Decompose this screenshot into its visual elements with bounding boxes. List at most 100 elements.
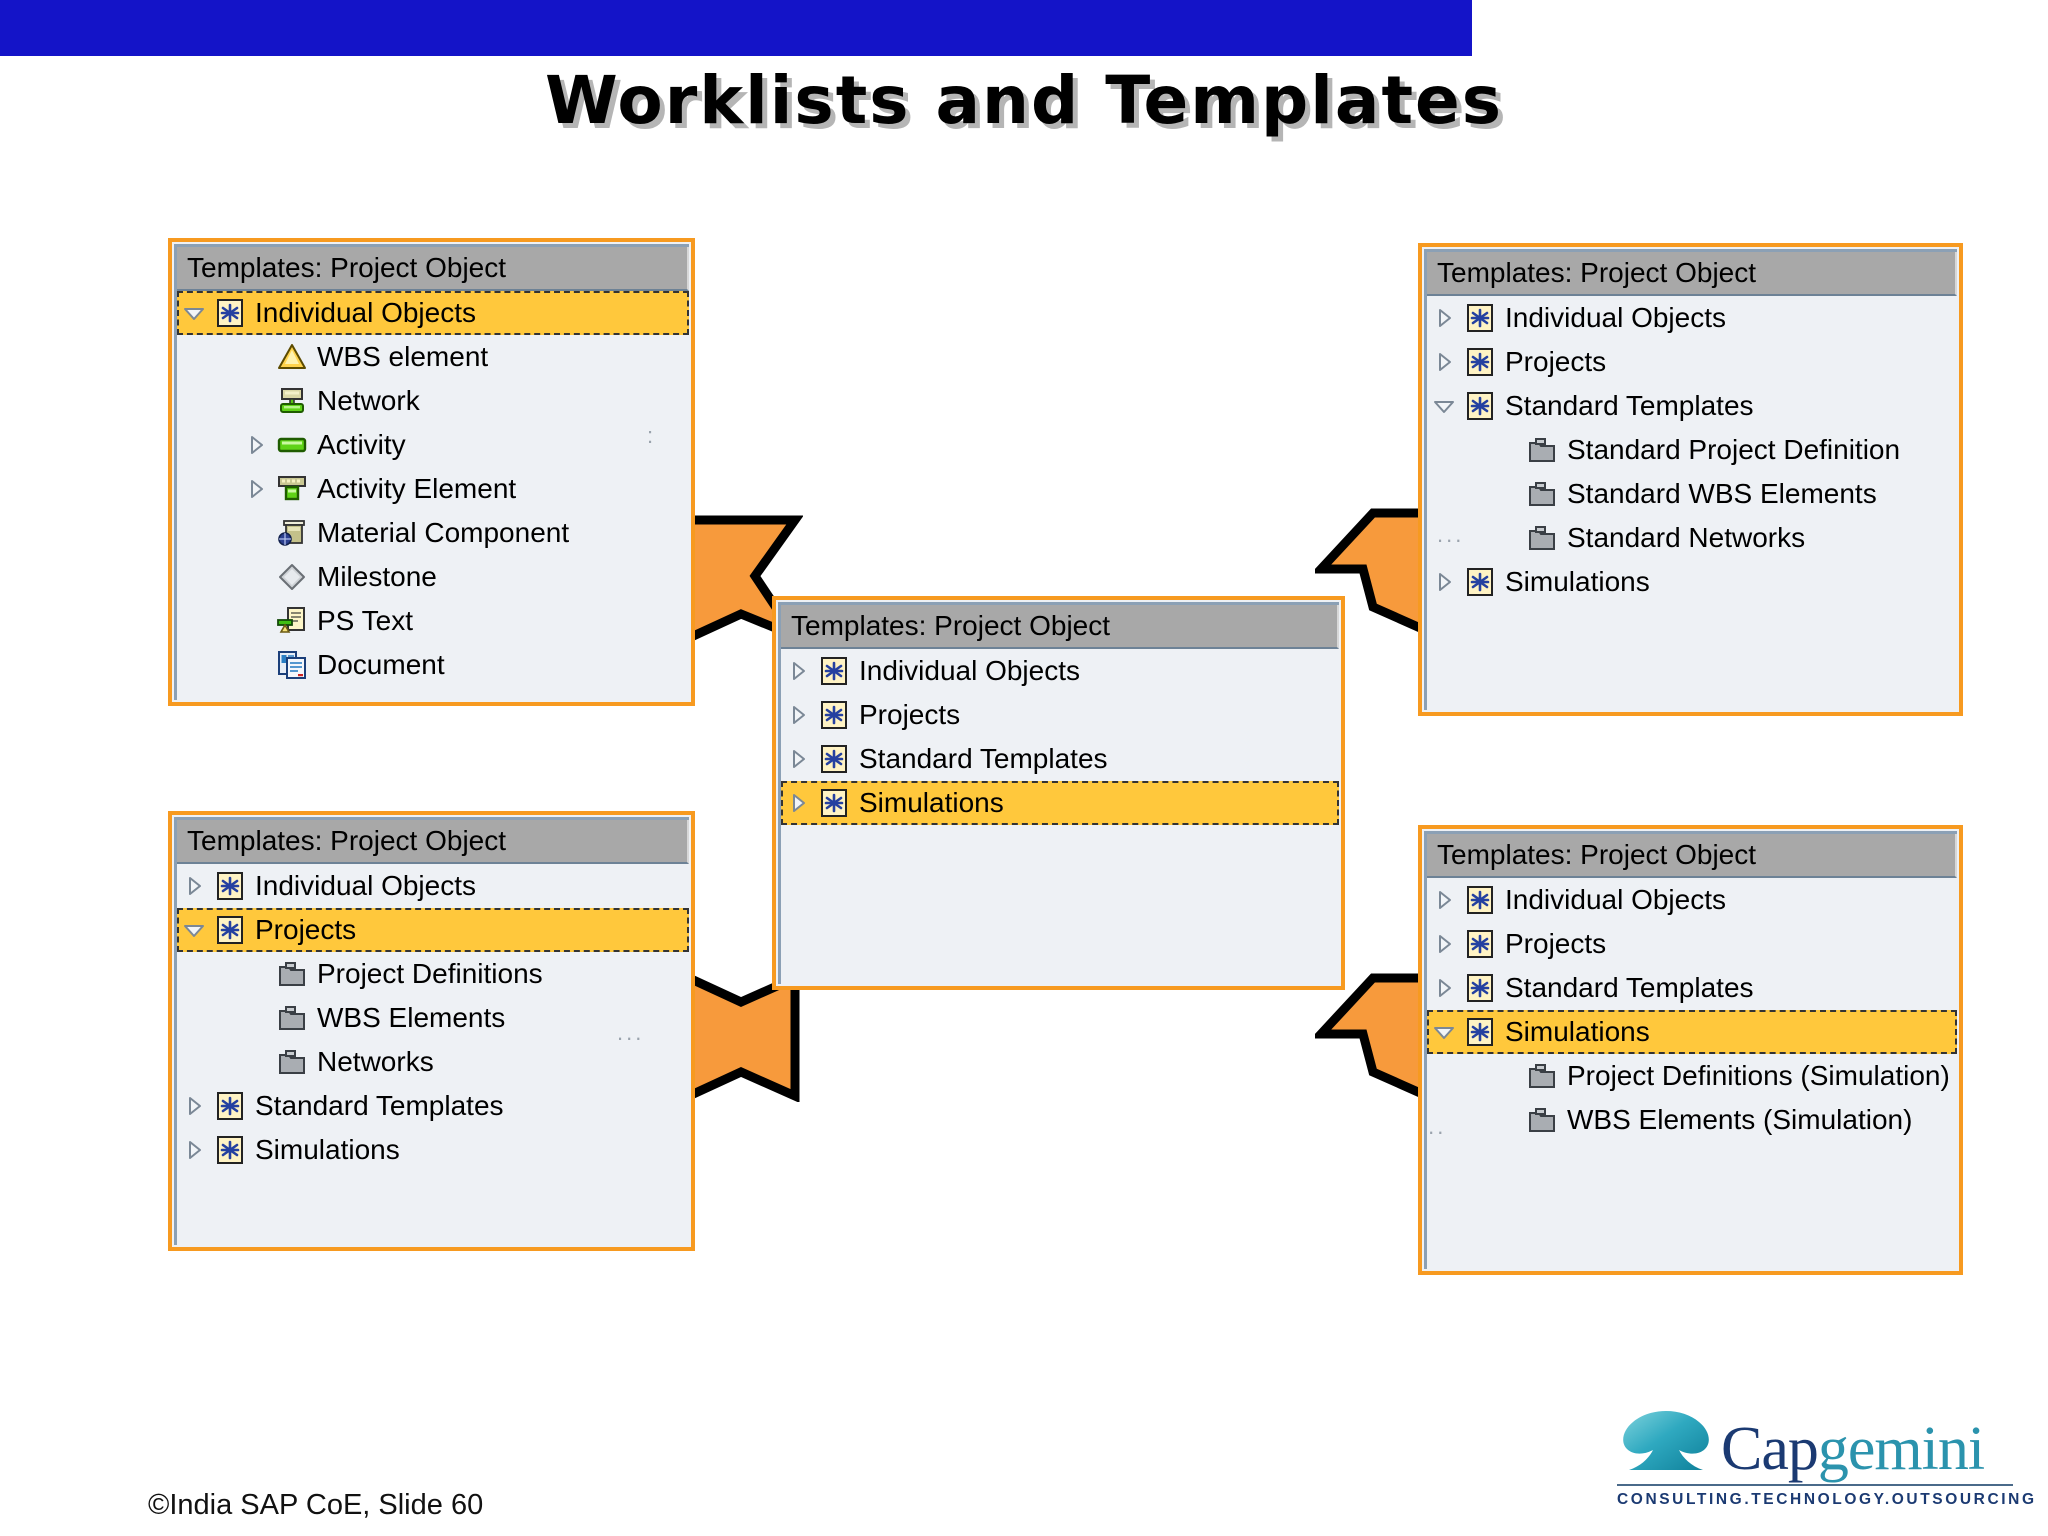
chevron-right-icon[interactable]	[177, 873, 211, 899]
panel-bottom-left[interactable]: Templates: Project Object Individual Obj…	[168, 811, 695, 1251]
tree-row[interactable]: Projects	[1427, 922, 1957, 966]
tree-row[interactable]: Projects	[1427, 340, 1957, 384]
asterisk-icon	[211, 914, 249, 946]
tree-row[interactable]: Individual Objects	[177, 864, 689, 908]
panel-title-bottom-right: Templates: Project Object	[1427, 834, 1957, 878]
tree-row-label: Simulations	[1505, 1016, 1650, 1047]
folder-icon	[1523, 1104, 1561, 1136]
material-component-icon	[273, 517, 311, 549]
asterisk-icon	[1461, 302, 1499, 334]
logo-tagline: CONSULTING.TECHNOLOGY.OUTSOURCING	[1617, 1491, 2037, 1508]
tree-row[interactable]: Standard Templates	[1427, 384, 1957, 428]
tree-row-label: Individual Objects	[255, 297, 477, 328]
tree-row[interactable]: Individual Objects	[177, 291, 689, 335]
tree-row[interactable]: Standard Templates	[177, 1084, 689, 1128]
tree-row[interactable]: Standard Networks	[1427, 516, 1957, 560]
tree-row-label: Standard Templates	[1505, 972, 1754, 1003]
asterisk-icon	[815, 743, 853, 775]
tree-row[interactable]: Networks	[177, 1040, 689, 1084]
tree-row[interactable]: PS Text	[177, 599, 689, 643]
chevron-right-icon[interactable]	[1427, 569, 1461, 595]
chevron-right-icon[interactable]	[781, 702, 815, 728]
tree-row-label: Simulations	[255, 1134, 400, 1165]
asterisk-icon	[1461, 972, 1499, 1004]
ellipsis-marker: ...	[1437, 522, 1465, 547]
chevron-right-icon[interactable]	[177, 1137, 211, 1163]
chevron-down-icon[interactable]	[1427, 1019, 1461, 1045]
tree-row[interactable]: Activity Element	[177, 467, 689, 511]
tree-row[interactable]: Individual Objects	[781, 649, 1339, 693]
asterisk-icon	[815, 655, 853, 687]
chevron-right-icon[interactable]	[781, 790, 815, 816]
logo-divider	[1617, 1484, 2013, 1486]
header-band	[0, 0, 1472, 56]
chevron-right-icon[interactable]	[239, 476, 273, 502]
folder-icon	[273, 1046, 311, 1078]
folder-icon	[1523, 478, 1561, 510]
tree-row[interactable]: Standard WBS Elements	[1427, 472, 1957, 516]
panel-top-left[interactable]: Templates: Project Object Individual Obj…	[168, 238, 695, 706]
chevron-right-icon[interactable]	[177, 1093, 211, 1119]
capgemini-logo: Capgemini CONSULTING.TECHNOLOGY.OUTSOURC…	[1617, 1402, 2037, 1512]
chevron-right-icon[interactable]	[781, 658, 815, 684]
chevron-right-icon[interactable]	[781, 746, 815, 772]
logo-word-cap: Cap	[1721, 1415, 1819, 1483]
tree-row[interactable]: Simulations	[781, 781, 1339, 825]
tree-row[interactable]: Milestone	[177, 555, 689, 599]
tree-row[interactable]: Activity	[177, 423, 689, 467]
tree-row[interactable]: Simulations	[1427, 560, 1957, 604]
chevron-right-icon[interactable]	[239, 432, 273, 458]
tree-row-label: Milestone	[317, 561, 437, 592]
tree-row[interactable]: Individual Objects	[1427, 878, 1957, 922]
tree-row[interactable]: WBS Elements (Simulation)	[1427, 1098, 1957, 1142]
asterisk-icon	[1461, 346, 1499, 378]
chevron-right-icon[interactable]	[1427, 975, 1461, 1001]
panel-center[interactable]: Templates: Project Object Individual Obj…	[772, 596, 1345, 990]
document-icon	[273, 649, 311, 681]
tree-row[interactable]: Material Component	[177, 511, 689, 555]
logo-word-gemini: gemini	[1817, 1415, 1985, 1483]
tree-row[interactable]: Standard Templates	[1427, 966, 1957, 1010]
panel-bottom-right[interactable]: Templates: Project Object Individual Obj…	[1418, 825, 1963, 1275]
tree-row[interactable]: Simulations	[177, 1128, 689, 1172]
tree-row[interactable]: Standard Project Definition	[1427, 428, 1957, 472]
tree-row[interactable]: WBS element	[177, 335, 689, 379]
tree-row-label: Simulations	[1505, 566, 1650, 597]
tree-row[interactable]: WBS Elements	[177, 996, 689, 1040]
tree-row-label: Activity Element	[317, 473, 517, 504]
tree-row[interactable]: Project Definitions (Simulation)	[1427, 1054, 1957, 1098]
milestone-icon	[273, 561, 311, 593]
tree-row-label: WBS element	[317, 341, 489, 372]
asterisk-icon	[211, 297, 249, 329]
chevron-right-icon[interactable]	[1427, 349, 1461, 375]
chevron-down-icon[interactable]	[177, 917, 211, 943]
tree-row[interactable]: Simulations	[1427, 1010, 1957, 1054]
tree-row-label: Simulations	[859, 787, 1004, 818]
activity-element-icon	[273, 473, 311, 505]
chevron-down-icon[interactable]	[1427, 393, 1461, 419]
tree-row[interactable]: Projects	[177, 908, 689, 952]
page-title: Worklists and Templates	[544, 62, 1504, 139]
tree-row[interactable]: Document	[177, 643, 689, 687]
tree-row-label: Material Component	[317, 517, 570, 548]
tree-row[interactable]: Standard Templates	[781, 737, 1339, 781]
chevron-right-icon[interactable]	[1427, 931, 1461, 957]
tree-row[interactable]: Individual Objects	[1427, 296, 1957, 340]
tree-row-label: Project Definitions (Simulation)	[1567, 1060, 1950, 1091]
tree-row-label: Activity	[317, 429, 406, 460]
tree-row[interactable]: Projects	[781, 693, 1339, 737]
panel-top-right[interactable]: Templates: Project Object Individual Obj…	[1418, 243, 1963, 716]
activity-icon	[273, 429, 311, 461]
chevron-right-icon[interactable]	[1427, 887, 1461, 913]
tree-row[interactable]: Project Definitions	[177, 952, 689, 996]
asterisk-icon	[1461, 390, 1499, 422]
chevron-down-icon[interactable]	[177, 300, 211, 326]
tree-row[interactable]: Network	[177, 379, 689, 423]
chevron-right-icon[interactable]	[1427, 305, 1461, 331]
tree-row-label: Projects	[1505, 346, 1607, 377]
